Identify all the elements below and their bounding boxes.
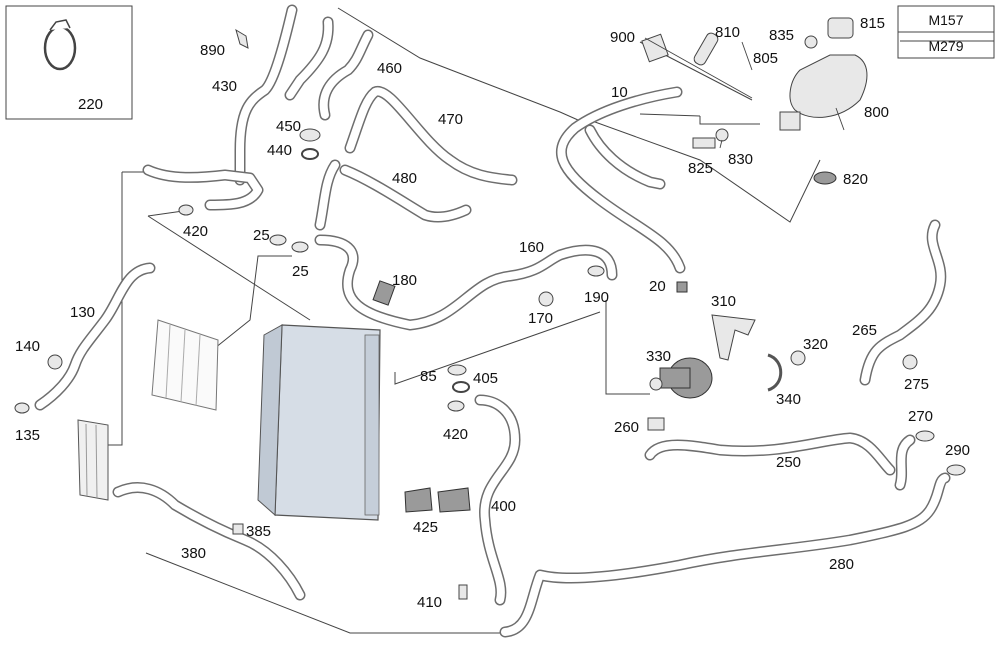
part-label-280: 280 xyxy=(829,556,854,573)
part-label-810: 810 xyxy=(715,24,740,41)
part-label-290: 290 xyxy=(945,442,970,459)
part-label-170: 170 xyxy=(528,310,553,327)
part-label-480: 480 xyxy=(392,170,417,187)
part-label-410: 410 xyxy=(417,594,442,611)
part-label-440: 440 xyxy=(267,142,292,159)
part-label-815: 815 xyxy=(860,15,885,32)
part-label-10: 10 xyxy=(611,84,628,101)
part-label-820: 820 xyxy=(843,171,868,188)
auxiliary-radiator xyxy=(77,419,109,501)
part-label-220: 220 xyxy=(78,96,103,113)
part-label-140: 140 xyxy=(15,338,40,355)
expansion-tank xyxy=(779,17,868,131)
part-label-835: 835 xyxy=(769,27,794,44)
part-label-400: 400 xyxy=(491,498,516,515)
part-label-270: 270 xyxy=(908,408,933,425)
part-label-405: 405 xyxy=(473,370,498,387)
label-leaders xyxy=(644,37,994,149)
hoses xyxy=(34,4,951,638)
part-label-900: 900 xyxy=(610,29,635,46)
mounting-holder-425 xyxy=(404,487,471,513)
part-label-275: 275 xyxy=(904,376,929,393)
part-label-800: 800 xyxy=(864,104,889,121)
part-label-340: 340 xyxy=(776,391,801,408)
part-label-180: 180 xyxy=(392,272,417,289)
assembly-guide-lines xyxy=(106,7,821,634)
main-radiator xyxy=(257,324,381,521)
hose-clamp-detail-icon xyxy=(43,19,77,71)
small-parts xyxy=(14,28,966,600)
detail-box-220 xyxy=(5,5,133,120)
part-label-160: 160 xyxy=(519,239,544,256)
part-label-20: 20 xyxy=(649,278,666,295)
variant-legend xyxy=(897,5,995,59)
part-label-420-lower: 420 xyxy=(443,426,468,443)
part-label-825: 825 xyxy=(688,160,713,177)
part-label-135: 135 xyxy=(15,427,40,444)
variant-m279: M279 xyxy=(928,38,963,54)
part-label-890: 890 xyxy=(200,42,225,59)
part-label-425: 425 xyxy=(413,519,438,536)
pump-bracket xyxy=(711,314,783,392)
part-label-830: 830 xyxy=(728,151,753,168)
part-label-450: 450 xyxy=(276,118,301,135)
part-label-85: 85 xyxy=(420,368,437,385)
part-label-310: 310 xyxy=(711,293,736,310)
part-label-320: 320 xyxy=(803,336,828,353)
part-label-25-b: 25 xyxy=(292,263,309,280)
part-label-420-upper: 420 xyxy=(183,223,208,240)
part-label-330: 330 xyxy=(646,348,671,365)
part-label-430: 430 xyxy=(212,78,237,95)
part-label-260: 260 xyxy=(614,419,639,436)
part-label-265: 265 xyxy=(852,322,877,339)
part-label-25-a: 25 xyxy=(253,227,270,244)
condenser-outline xyxy=(151,319,219,411)
part-label-380: 380 xyxy=(181,545,206,562)
part-label-460: 460 xyxy=(377,60,402,77)
auxiliary-water-pump xyxy=(649,357,713,399)
part-label-385: 385 xyxy=(246,523,271,540)
part-label-250: 250 xyxy=(776,454,801,471)
variant-m157: M157 xyxy=(928,12,963,28)
part-label-190: 190 xyxy=(584,289,609,306)
part-label-470: 470 xyxy=(438,111,463,128)
part-label-130: 130 xyxy=(70,304,95,321)
part-label-805: 805 xyxy=(753,50,778,67)
